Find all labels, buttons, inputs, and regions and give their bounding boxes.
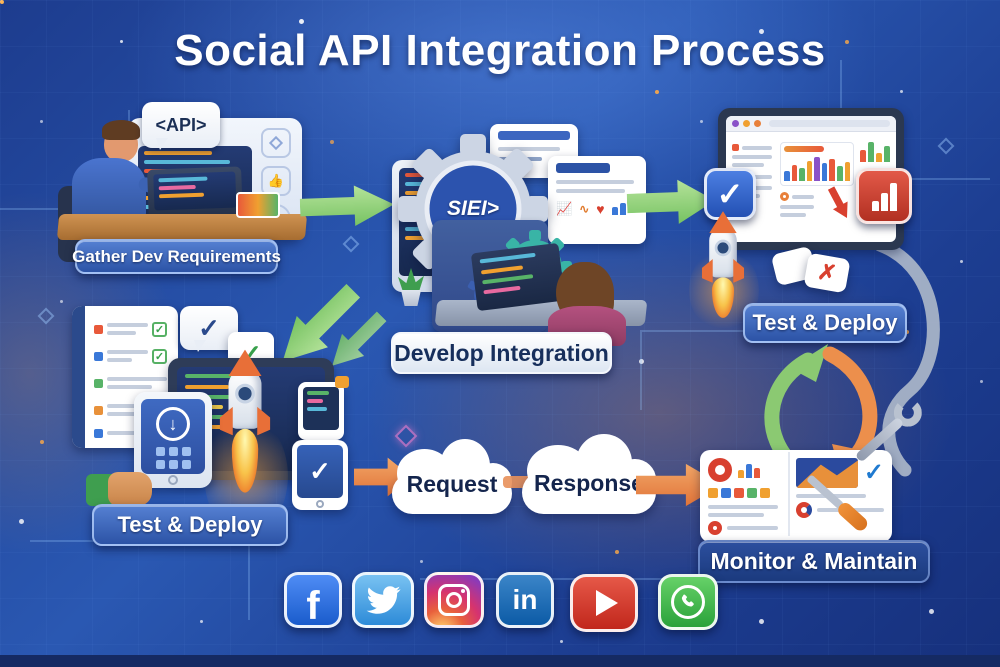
instagram-icon <box>424 572 484 628</box>
facebook-icon: f <box>284 572 342 628</box>
request-label: Request <box>406 471 498 498</box>
gear-badge-text: SIEI> <box>447 197 499 220</box>
tablet-on-desk <box>236 192 280 218</box>
tablet-check: ✓ <box>292 440 348 510</box>
bottom-edge-strip <box>0 655 1000 667</box>
paper-with-cross: ✗ <box>803 252 851 294</box>
twitter-icon <box>352 572 414 628</box>
hand-fist <box>108 472 152 506</box>
red-down-arrow <box>823 184 855 222</box>
dashboard-right-column: ✓ <box>796 458 884 518</box>
step-label-gather: Gather Dev Requirements <box>72 239 281 274</box>
step-label-develop-text: Develop Integration <box>394 339 609 366</box>
step-label-test-bottom: Test & Deploy <box>92 504 288 546</box>
person-head <box>102 120 140 162</box>
cable-decoration <box>873 240 940 477</box>
api-speech-bubble: <API> <box>142 102 220 150</box>
main-bar-chart <box>780 142 854 186</box>
diamond-icon <box>261 128 291 158</box>
browser-bar <box>726 116 896 132</box>
circuit-line <box>420 520 680 580</box>
checklist-document: ✓ ✓ <box>72 306 178 448</box>
response-label: Response <box>534 469 644 496</box>
divider <box>788 452 790 536</box>
rocket-icon <box>688 211 759 333</box>
page-title: Social API Integration Process <box>174 26 826 75</box>
plant-pot <box>401 290 421 306</box>
response-cloud: Response <box>522 434 656 514</box>
linkedin-icon: in <box>496 572 554 628</box>
background-orange-dots <box>0 0 4 4</box>
youtube-icon <box>570 574 638 632</box>
step-label-gather-text: Gather Dev Requirements <box>72 246 281 266</box>
check-badge-icon: ✓ <box>704 168 756 220</box>
dashboard-left-column <box>708 458 778 535</box>
dashboard-check-icon: ✓ <box>863 459 884 486</box>
api-bubble-text: <API> <box>155 114 207 135</box>
rocket-launch-icon <box>204 349 288 537</box>
metric-list <box>780 192 814 221</box>
mini-device <box>298 376 349 440</box>
chart-glyphs: 📈 ∿ ♥ <box>556 201 638 217</box>
whatsapp-icon <box>658 574 718 630</box>
request-cloud: Request <box>392 438 512 514</box>
circuit-line <box>30 540 250 620</box>
chart-badge-icon <box>856 168 912 224</box>
step-label-test-bottom-text: Test & Deploy <box>117 512 263 537</box>
step-label-monitor-text: Monitor & Maintain <box>710 548 918 574</box>
step-label-test-top-text: Test & Deploy <box>752 310 898 335</box>
download-circle-icon: ↓ <box>156 407 190 441</box>
laptop-developer <box>470 242 566 312</box>
person-torso <box>72 158 146 222</box>
step-label-monitor: Monitor & Maintain <box>698 540 930 583</box>
phone: ↓ <box>134 392 212 488</box>
step-label-test-top: Test & Deploy <box>743 303 907 343</box>
step-label-develop: Develop Integration <box>391 332 612 374</box>
